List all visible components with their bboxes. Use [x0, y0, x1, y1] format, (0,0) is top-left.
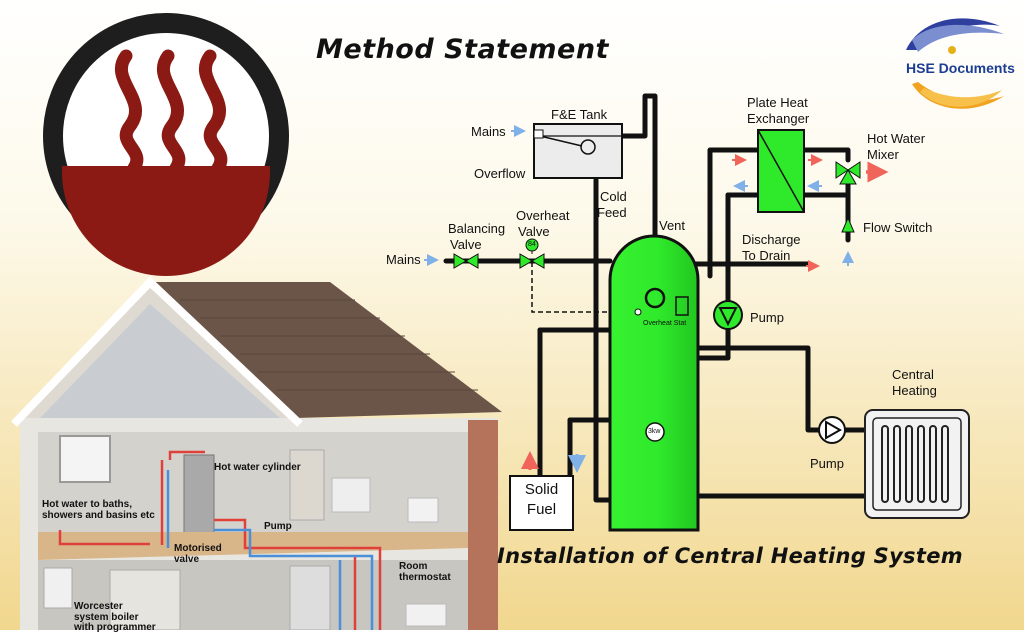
overheat-stat-label: Overheat Stat	[643, 320, 687, 327]
lower-pump	[818, 416, 846, 444]
fe-tank-label: F&E Tank	[551, 107, 608, 122]
hse-logo-icon	[906, 18, 1004, 109]
discharge-label-2: To Drain	[742, 248, 791, 263]
overheat-valve-label-1: Overheat	[516, 208, 570, 223]
boiler-label-3: with programmer	[74, 622, 156, 633]
overflow-label: Overflow	[474, 166, 526, 181]
vent-label: Vent	[659, 218, 686, 233]
house-cutaway	[11, 276, 502, 630]
solid-fuel-label-1: Solid	[524, 481, 559, 498]
heating-schematic	[424, 93, 970, 532]
boiler-label-2: system boiler	[74, 612, 139, 623]
radiator	[864, 409, 970, 519]
discharge-label-1: Discharge	[742, 232, 801, 247]
lower-pump-label: Pump	[810, 456, 844, 471]
solid-fuel-boiler	[509, 475, 574, 531]
hot-water-mixer-label-1: Hot Water	[867, 131, 926, 146]
hot-water-cylinder	[608, 234, 700, 532]
hot-water-baths-label-1: Hot water to baths,	[42, 499, 133, 510]
balancing-valve	[453, 253, 479, 269]
plate-heat-label-1: Plate Heat	[747, 95, 808, 110]
hot-water-cylinder-label: Hot water cylinder	[214, 462, 301, 473]
fe-tank	[533, 123, 623, 179]
hot-water-mixer-label-2: Mixer	[867, 147, 899, 162]
central-heating-label-1: Central	[892, 367, 934, 382]
room-thermostat-label-2: thermostat	[399, 572, 451, 583]
overheat-valve	[519, 238, 545, 269]
mains-top-label: Mains	[471, 124, 506, 139]
central-heating-label-2: Heating	[892, 383, 937, 398]
valve-rating-label: 84	[528, 241, 536, 248]
solid-fuel-label: Solid Fuel	[510, 480, 573, 520]
pump-house-label: Pump	[264, 521, 292, 532]
motorised-valve-label-2: valve	[174, 554, 200, 565]
motorised-valve-label-1: Motorised	[174, 543, 222, 554]
element-rating-label: 3kw	[648, 428, 661, 435]
hot-water-mixer-valve	[835, 161, 861, 185]
upper-pump	[713, 300, 743, 330]
logo-text: HSE Documents	[906, 60, 1015, 76]
flow-switch	[841, 216, 855, 233]
hot-water-baths-label-2: showers and basins etc	[42, 510, 155, 521]
page-title: Method Statement	[316, 34, 609, 65]
cold-feed-label-1: Cold	[600, 189, 627, 204]
flow-switch-label: Flow Switch	[863, 220, 933, 235]
cold-feed-label-2: Feed	[597, 205, 627, 220]
upper-pump-label: Pump	[750, 310, 784, 325]
diagram-subtitle: Installation of Central Heating System	[497, 544, 963, 568]
room-thermostat-label-1: Room	[399, 561, 428, 572]
solid-fuel-label-2: Fuel	[526, 501, 557, 518]
balancing-valve-label-2: Valve	[450, 237, 482, 252]
mains-left-label: Mains	[386, 252, 421, 267]
balancing-valve-label-1: Balancing	[448, 221, 506, 236]
heating-hazard-icon	[43, 13, 289, 276]
plate-heat-label-2: Exchanger	[747, 111, 810, 126]
overheat-valve-label-2: Valve	[518, 224, 550, 239]
boiler-label-1: Worcester	[74, 601, 123, 612]
